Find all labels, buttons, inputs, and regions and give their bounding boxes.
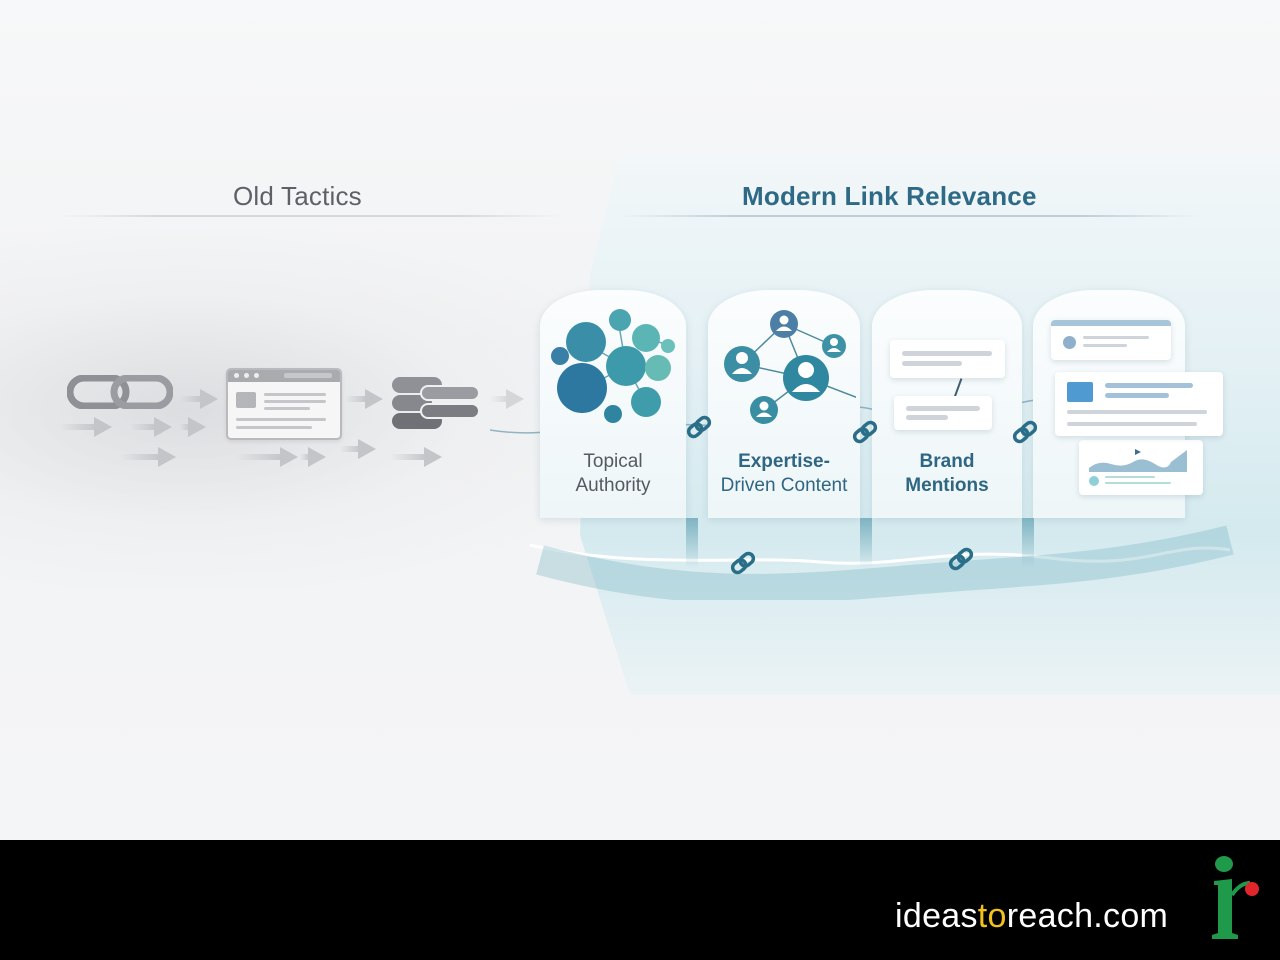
card-label-line1: Brand [919, 451, 975, 472]
mention-card [894, 396, 992, 430]
card-topical-authority: Topical Authority [540, 290, 686, 518]
card-label-line1: Expertise- [738, 451, 830, 472]
mention-card [890, 340, 1005, 378]
brand-suffix: reach.com [1006, 897, 1169, 935]
stacked-bars-icon [392, 375, 482, 431]
chain-link-icon [67, 375, 173, 409]
diagram-canvas: Old Tactics Modern Link Relevance [0, 0, 1280, 840]
card-label-line1: Topical [583, 451, 643, 472]
card-label-line2: Mentions [905, 475, 989, 496]
chart-card [1079, 440, 1203, 495]
card-brand-mentions: Brand Mentions [872, 290, 1022, 518]
area-chart-icon [1089, 449, 1187, 472]
browser-window-icon [226, 368, 342, 440]
modern-link-relevance-title: Modern Link Relevance [742, 181, 1037, 211]
card-content-stack [1033, 290, 1223, 518]
profile-card [1051, 320, 1171, 360]
brand-prefix: ideas [895, 897, 978, 935]
pillar-divider [860, 518, 872, 568]
card-expertise-driven-content: Expertise- Driven Content [708, 290, 860, 518]
old-tactics-divider [60, 215, 560, 217]
article-card [1055, 372, 1223, 436]
chain-link-icon [852, 420, 878, 444]
old-tactics-title: Old Tactics [233, 181, 362, 211]
chain-link-icon [730, 551, 756, 575]
chain-link-icon [1012, 420, 1038, 444]
pillar-divider [1022, 518, 1034, 568]
modern-divider [620, 215, 1200, 217]
ir-logo-icon [1212, 856, 1259, 939]
chain-link-icon [686, 415, 712, 439]
card-label-line2: Authority [575, 475, 651, 496]
card-label-line2: Driven Content [720, 475, 848, 496]
brand-highlight: to [977, 897, 1007, 935]
chain-link-icon [948, 547, 974, 571]
bubble-network-icon [551, 309, 675, 423]
people-network-icon [724, 310, 856, 424]
footer-bar [0, 840, 1280, 960]
brand-text: ideastoreach.com [895, 897, 1168, 936]
pillar-divider [686, 518, 698, 568]
